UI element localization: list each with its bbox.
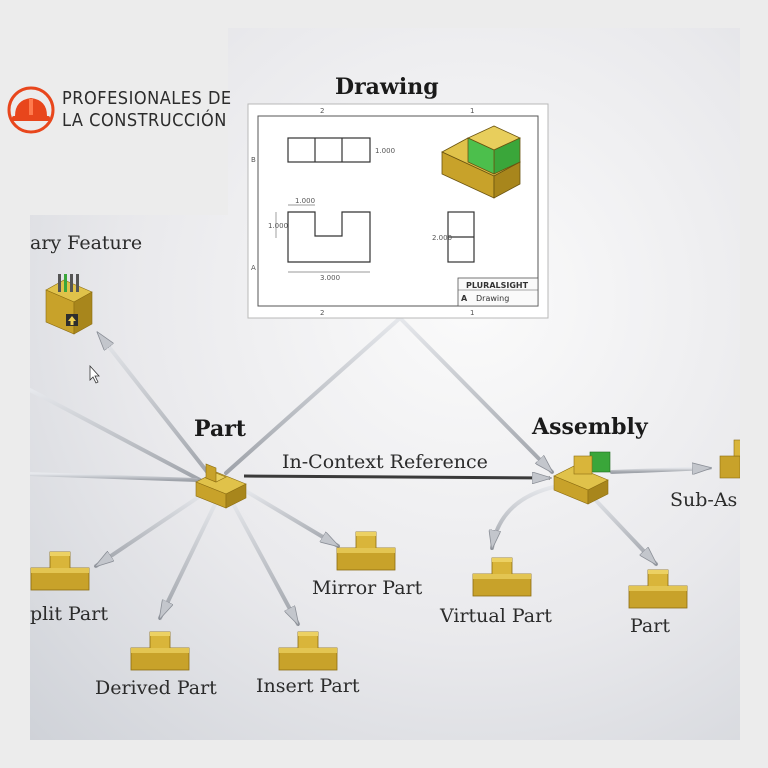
svg-text:A: A <box>461 294 468 303</box>
edge-part-derived <box>158 496 220 618</box>
part-title: Part <box>194 416 247 442</box>
drawing-node[interactable]: Drawing 2 1 2 1 B A 1.000 1.000 <box>247 74 549 319</box>
mirror-part-node[interactable]: Mirror Part <box>312 531 423 599</box>
insert-part-label: Insert Part <box>256 675 360 697</box>
edge-assembly-subasm <box>610 468 710 472</box>
sub-assembly-label: Sub-As <box>670 489 737 511</box>
brand-line-2: LA CONSTRUCCIÓN <box>62 110 227 131</box>
svg-text:1: 1 <box>470 309 474 317</box>
svg-text:2: 2 <box>320 107 324 115</box>
derived-part-node[interactable]: Derived Part <box>95 631 217 699</box>
svg-text:Drawing: Drawing <box>476 294 509 303</box>
svg-text:1: 1 <box>470 107 474 115</box>
part-node[interactable]: Part <box>194 416 247 509</box>
derived-part-label: Derived Part <box>95 677 217 699</box>
part-block-icon <box>195 463 247 509</box>
drawing-title: Drawing <box>335 74 439 100</box>
mirror-part-icon <box>336 531 396 571</box>
hard-hat-icon <box>7 86 55 134</box>
edge-part-library <box>98 333 214 480</box>
virtual-part-label: Virtual Part <box>439 605 552 627</box>
split-part-node[interactable]: plit Part <box>30 551 108 625</box>
edge-drawing-part <box>224 316 402 475</box>
virtual-part-icon <box>472 557 532 597</box>
brand-logo: PROFESIONALES DE LA CONSTRUCCIÓN <box>6 80 236 140</box>
svg-text:B: B <box>251 156 256 164</box>
split-part-label: plit Part <box>30 603 108 625</box>
edge-assembly-virtual <box>492 484 560 548</box>
assembly-title: Assembly <box>531 414 649 440</box>
isometric-view <box>441 125 521 199</box>
svg-text:1.000: 1.000 <box>295 197 315 205</box>
library-feature-label: ary Feature <box>30 232 142 254</box>
svg-text:A: A <box>251 264 256 272</box>
edge-in-context-reference <box>243 476 550 478</box>
library-feature-icon <box>45 274 93 335</box>
edge-part-split <box>96 490 208 568</box>
svg-text:1.000: 1.000 <box>268 222 288 230</box>
top-view <box>287 137 371 163</box>
connection-arrows <box>30 316 710 624</box>
title-block: PLURALSIGHT A Drawing <box>457 277 539 307</box>
virtual-part-node[interactable]: Virtual Part <box>439 557 552 627</box>
insert-part-node[interactable]: Insert Part <box>256 631 360 697</box>
split-part-icon <box>30 551 90 591</box>
side-view <box>447 211 475 263</box>
brand-name: PROFESIONALES DE LA CONSTRUCCIÓN <box>62 88 232 132</box>
sub-assembly-block-icon <box>719 439 740 479</box>
solidworks-relationship-diagram: In-Context Reference Drawing 2 1 2 1 B A… <box>30 74 740 699</box>
edge-left-2 <box>30 472 198 482</box>
svg-text:2.000: 2.000 <box>432 234 452 242</box>
assembly-block-icon <box>553 451 611 505</box>
front-view <box>275 204 371 273</box>
svg-text:PLURALSIGHT: PLURALSIGHT <box>466 281 529 290</box>
brand-line-1: PROFESIONALES DE <box>62 88 232 109</box>
assembly-node[interactable]: Assembly <box>531 414 649 505</box>
assembly-part-node[interactable]: Part <box>628 569 688 637</box>
edge-part-mirror <box>242 488 338 548</box>
assembly-part-icon <box>628 569 688 609</box>
edge-assembly-part <box>584 488 656 564</box>
mouse-cursor-icon <box>89 364 100 384</box>
edge-drawing-assembly <box>398 316 552 472</box>
edge-part-insert <box>228 496 300 624</box>
svg-text:1.000: 1.000 <box>375 147 395 155</box>
svg-text:3.000: 3.000 <box>320 274 340 282</box>
sub-assembly-node[interactable]: Sub-As <box>670 439 740 511</box>
edge-left-1 <box>30 388 202 482</box>
assembly-part-label: Part <box>630 615 670 637</box>
insert-part-icon <box>278 631 338 671</box>
mirror-part-label: Mirror Part <box>312 577 423 599</box>
library-feature-node[interactable]: ary Feature <box>30 232 142 384</box>
svg-text:2: 2 <box>320 309 324 317</box>
in-context-reference-label: In-Context Reference <box>282 451 488 473</box>
derived-part-icon <box>130 631 190 671</box>
